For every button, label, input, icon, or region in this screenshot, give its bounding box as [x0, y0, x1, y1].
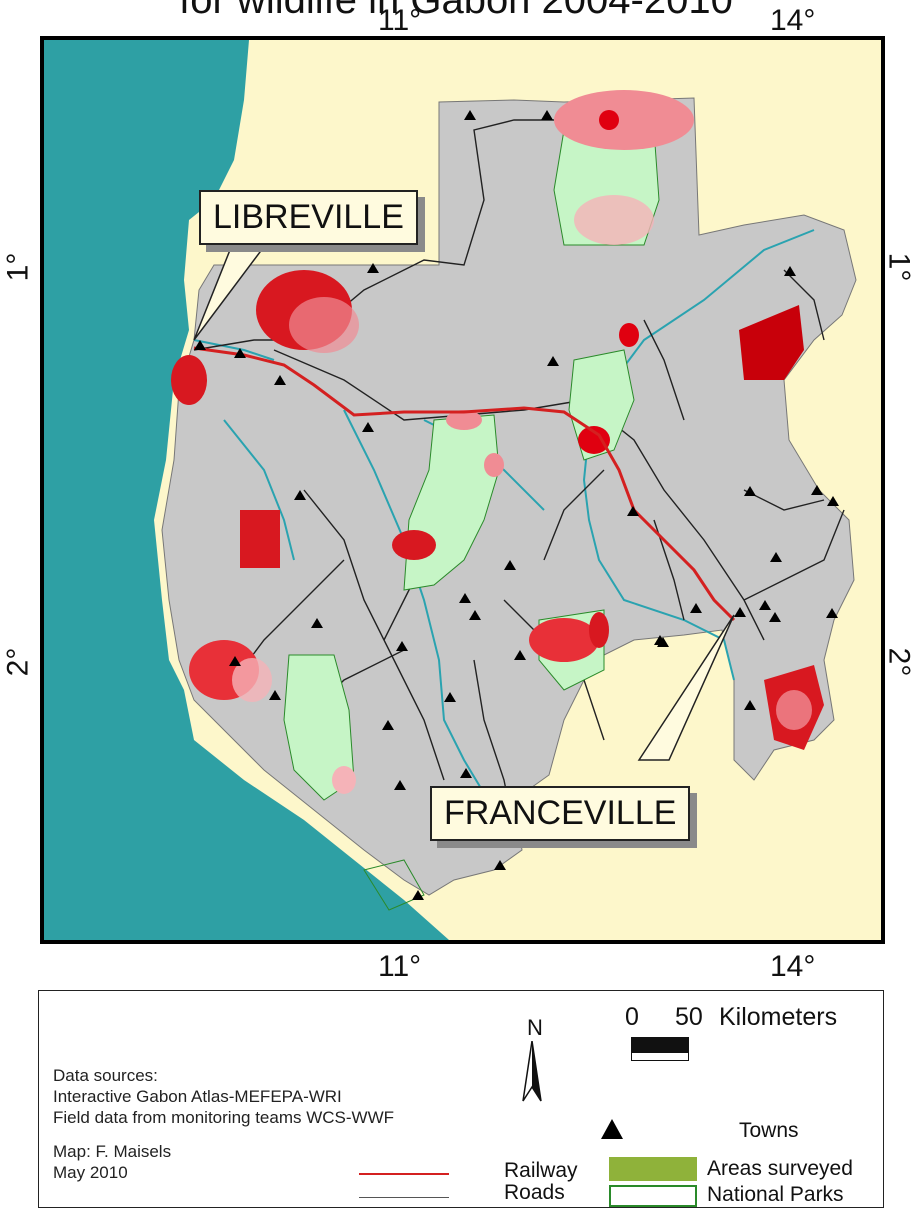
lon-tick-top-11: 11° [378, 4, 422, 37]
ocean [44, 40, 449, 940]
franceville-callout: FRANCEVILLE [430, 786, 691, 841]
roads-label: Roads [504, 1181, 565, 1204]
scale-fifty: 50 [675, 1003, 703, 1031]
map-title: for wildlife in Gabon 2004-2010 [179, 0, 733, 22]
national-parks-label: National Parks [707, 1183, 844, 1206]
scale-unit: Kilometers [719, 1003, 838, 1031]
national-parks-swatch [609, 1185, 697, 1207]
lat-tick-left-1: 1° [1, 252, 35, 282]
lat-tick-right-1: 1° [882, 252, 912, 282]
areas-surveyed-label: Areas surveyed [707, 1157, 853, 1180]
gabon-map [44, 40, 881, 940]
lon-tick-bottom-14: 14° [770, 950, 816, 983]
map-legend: Data sources: Interactive Gabon Atlas-ME… [38, 990, 884, 1208]
town-triangle-icon [601, 1119, 623, 1139]
lat-tick-left-2: 2° [1, 647, 35, 677]
towns-label: Towns [739, 1119, 799, 1142]
roads-swatch [359, 1197, 449, 1198]
railway-swatch [359, 1173, 449, 1175]
north-arrow-icon [522, 1041, 542, 1102]
scale-zero: 0 [625, 1003, 639, 1031]
railway-line [193, 346, 736, 622]
libreville-callout: LIBREVILLE [199, 190, 418, 245]
source-field-data: Field data from monitoring teams WCS-WWF [53, 1108, 395, 1127]
map-author: Map: F. Maisels [53, 1142, 172, 1161]
map-frame: LIBREVILLE FRANCEVILLE [40, 36, 885, 944]
hunting-pressure-hotspots [171, 90, 824, 794]
railway-label: Railway [504, 1159, 578, 1182]
map-date: May 2010 [53, 1163, 128, 1182]
north-label: N [527, 1015, 543, 1040]
scale-bar-black [631, 1037, 689, 1053]
lon-tick-bottom-11: 11° [378, 950, 422, 983]
source-atlas: Interactive Gabon Atlas-MEFEPA-WRI [53, 1087, 342, 1106]
areas-surveyed-swatch [609, 1157, 697, 1181]
lat-tick-right-2: 2° [882, 647, 912, 677]
sources-heading: Data sources: [53, 1066, 158, 1085]
franceville-pointer [637, 614, 735, 761]
lon-tick-top-14: 14° [770, 4, 816, 37]
scale-bar-white [631, 1053, 689, 1061]
towns [194, 110, 839, 900]
